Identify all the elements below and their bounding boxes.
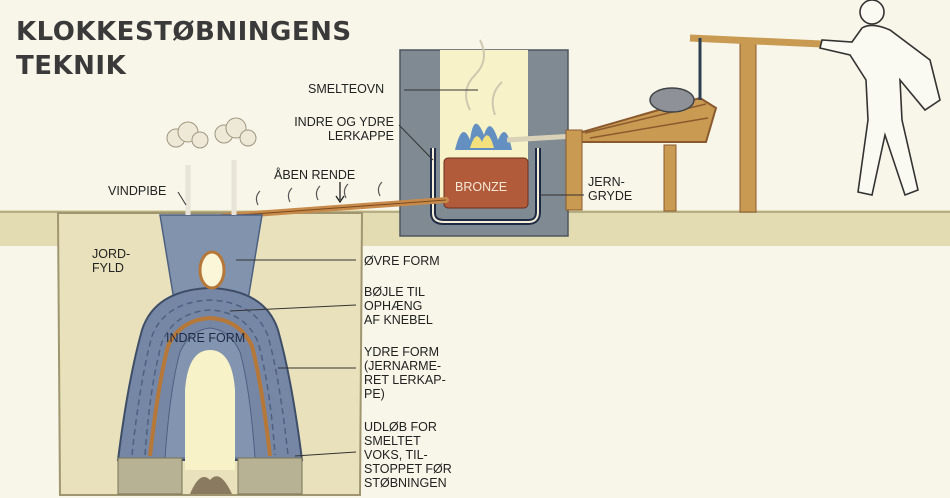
label-upper-form: ØVRE FORM — [364, 254, 440, 268]
bronze-bell-cavity — [148, 315, 272, 457]
label-wax-outlet: UDLØB FOR SMELTET VOKS, TIL- STOPPET FØR… — [364, 420, 452, 490]
vent-smoke — [166, 117, 257, 149]
lever-post — [739, 39, 757, 213]
bellows-weight-stone — [649, 87, 695, 113]
channel-wisps — [255, 181, 383, 206]
label-open-channel: ÅBEN RENDE — [274, 168, 356, 182]
worker-figure — [819, 0, 941, 197]
bellows-nozzle — [506, 133, 576, 143]
hanging-loop — [198, 250, 226, 290]
label-hanging-loop: BØJLE TIL OPHÆNG AF KNEBEL — [364, 285, 433, 327]
title-line-2: TEKNIK — [16, 51, 127, 81]
label-iron-pot: JERN- GRYDE — [588, 175, 633, 203]
core-cavity — [185, 350, 235, 470]
mold-base-left — [117, 457, 183, 495]
label-vent-pipe: VINDPIBE — [108, 184, 167, 198]
title-line-1: KLOKKESTØBNINGENS — [16, 17, 352, 47]
label-smelteovn: SMELTEOVN — [308, 82, 385, 96]
leader-lines — [177, 89, 584, 457]
furnace-flames — [455, 123, 512, 150]
furnace-smoke — [465, 39, 503, 116]
bellows-stand-post — [663, 144, 677, 212]
crucible-bronze — [443, 157, 529, 209]
label-earth-fill: JORD- FYLD — [92, 247, 131, 275]
fire-under-core — [190, 476, 232, 494]
label-outer-form: YDRE FORM (JERNARME- RET LERKAP- PE) — [364, 345, 446, 401]
label-inner-form: INDRE FORM — [166, 331, 246, 345]
label-bronze: BRONZE — [455, 180, 508, 194]
mold-base-right — [237, 457, 303, 495]
label-inner-outer-clay-cap: INDRE OG YDRE LERKAPPE — [294, 115, 394, 143]
